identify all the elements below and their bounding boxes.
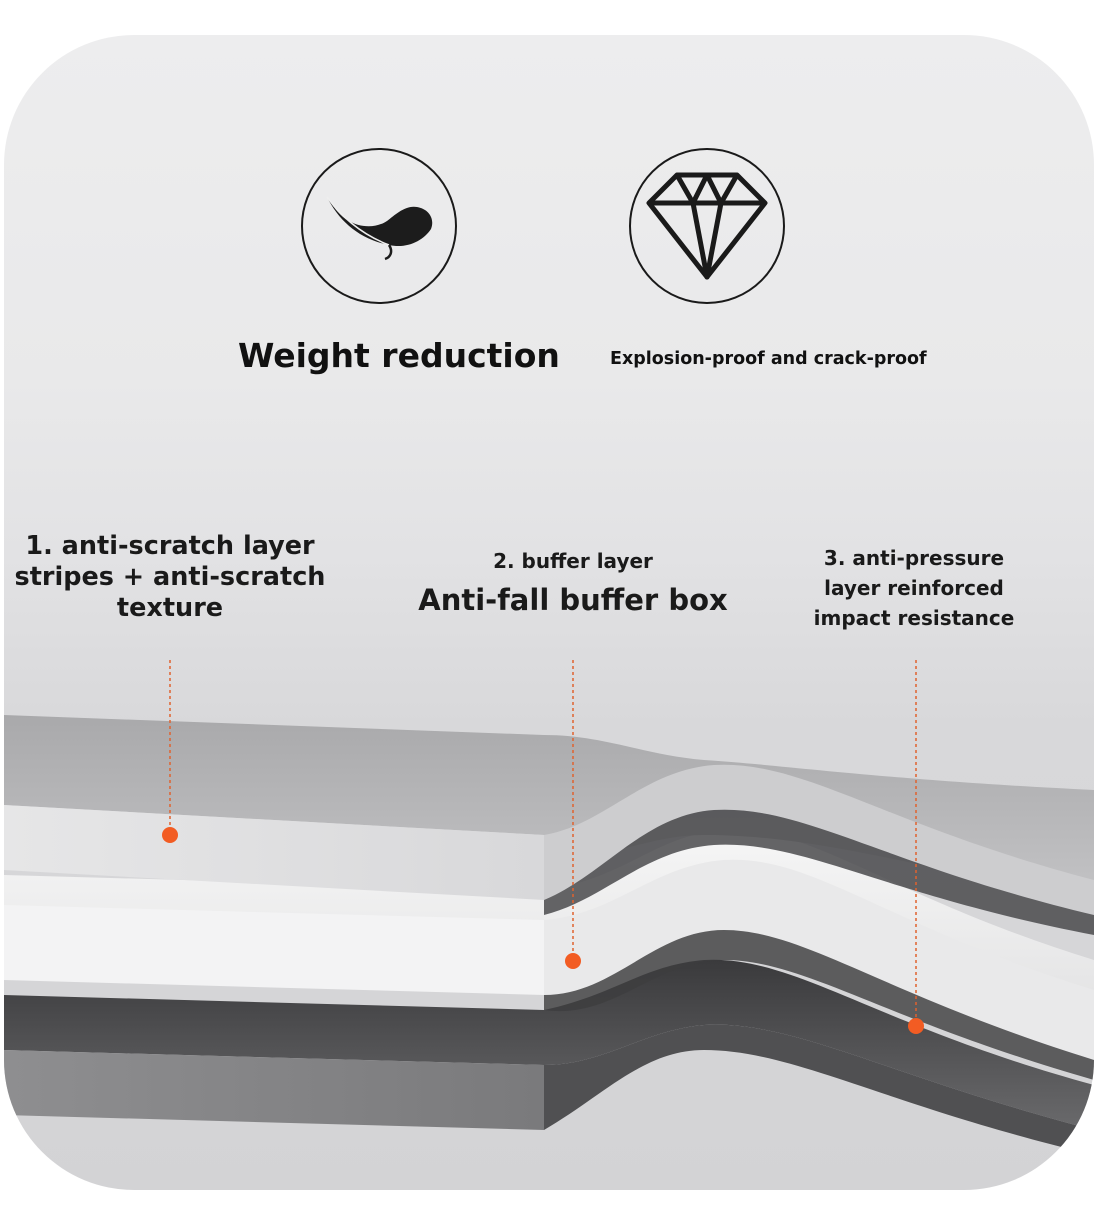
feature-title-explosion: Explosion-proof and crack-proof (610, 349, 927, 369)
layer-1-line-3: texture (116, 593, 224, 624)
layer-1-line-2: stripes + anti-scratch (14, 562, 326, 593)
feather-icon (326, 196, 433, 261)
layer-3-label: 3. anti-pressure layer reinforced impact… (794, 543, 1034, 633)
diamond-icon-circle (629, 148, 785, 304)
marker-layer-1 (162, 827, 178, 843)
layer-2-label: 2. buffer layer Anti-fall buffer box (373, 549, 773, 619)
layer-illustration (4, 660, 1094, 1155)
layer-1-line-1: 1. anti-scratch layer (25, 531, 315, 561)
layer-3-line-3: impact resistance (813, 606, 1015, 630)
marker-layer-3 (908, 1018, 924, 1034)
diamond-icon (646, 172, 768, 280)
layer-1-label: 1. anti-scratch layer stripes + anti-scr… (10, 531, 330, 624)
product-card: Weight reduction Explosion-proof and cra… (4, 35, 1094, 1190)
layer-2-subheading: Anti-fall buffer box (418, 583, 728, 618)
layer-3-line-2: layer reinforced (824, 576, 1004, 600)
feather-icon-circle (301, 148, 457, 304)
layer-3-line-1: 3. anti-pressure (823, 546, 1005, 570)
layer-2-heading: 2. buffer layer (493, 549, 653, 573)
feature-title-weight: Weight reduction (238, 336, 560, 375)
marker-layer-2 (565, 953, 581, 969)
